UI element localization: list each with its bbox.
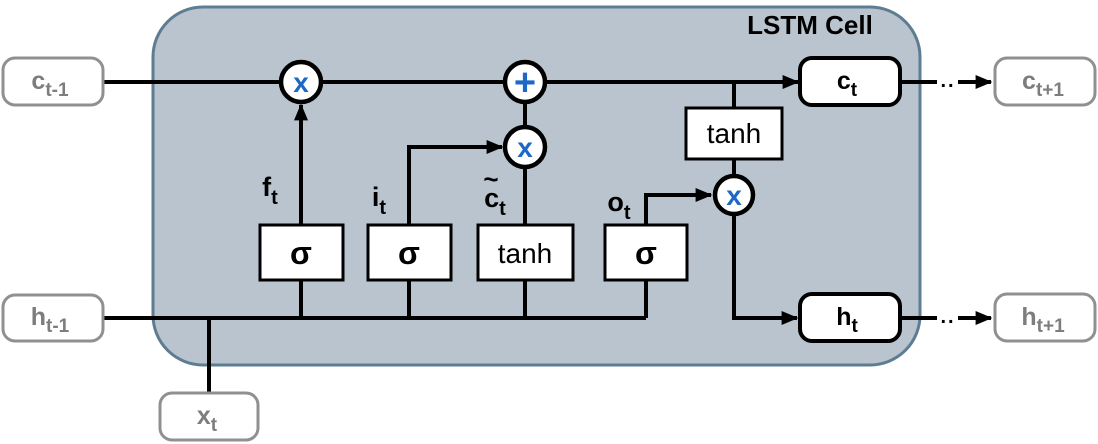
label-sub: t — [271, 187, 278, 209]
output-tanh-box — [684, 106, 784, 161]
x-input-box — [158, 391, 260, 442]
h-out-label: ht — [836, 303, 858, 337]
label-sub: t — [851, 80, 858, 101]
c-prev-box — [1, 56, 105, 107]
h-next-label: ht+1 — [1021, 303, 1065, 337]
forget-sigma-glyph: σ — [290, 235, 312, 271]
label-sub: t-1 — [46, 316, 70, 337]
label-base: h — [1021, 303, 1036, 331]
input-multiply-circle — [502, 124, 548, 170]
label-base: c — [1022, 67, 1036, 95]
label-sub: t — [211, 415, 218, 436]
candidate-signal-label: ct — [484, 183, 506, 220]
c-out-box — [798, 56, 902, 107]
label-base: h — [836, 303, 851, 331]
h-continuation-dots: .. — [940, 306, 955, 328]
input-signal-label: it — [372, 182, 387, 219]
c-prev-label: ct-1 — [31, 67, 69, 101]
x-input-label: xt — [197, 402, 218, 436]
add-circle — [502, 59, 548, 105]
forget-multiply-circle — [278, 59, 324, 105]
add-glyph: + — [514, 62, 536, 104]
label-sub: t — [379, 197, 386, 219]
h-prev-box — [1, 293, 105, 343]
c-next-box — [993, 56, 1097, 107]
output-tanh-glyph: tanh — [707, 118, 762, 149]
label-base: c — [484, 183, 499, 213]
output-sigma-box — [603, 223, 689, 282]
lstm-cell-body — [151, 5, 922, 367]
input-multiply-glyph: x — [517, 132, 533, 163]
label-sub: t-1 — [45, 80, 69, 101]
label-base: c — [837, 67, 851, 95]
output-multiply-glyph: x — [726, 180, 742, 211]
forget-multiply-glyph: x — [293, 67, 309, 98]
output-signal-label: ot — [607, 187, 631, 224]
c-continuation-dots: .. — [940, 70, 955, 92]
candidate-tilde: ~ — [483, 164, 498, 194]
cell-title: LSTM Cell — [747, 10, 873, 40]
candidate-tanh-glyph: tanh — [498, 238, 553, 269]
label-sub: t+1 — [1036, 80, 1064, 101]
label-base: h — [31, 303, 46, 331]
h-prev-label: ht-1 — [31, 303, 70, 337]
hidden-output-line — [732, 214, 799, 325]
input-sigma-glyph: σ — [398, 235, 420, 271]
label-sub: t — [851, 316, 858, 337]
label-base: c — [31, 67, 45, 95]
label-base: f — [262, 172, 272, 202]
label-sub: t+1 — [1037, 316, 1065, 337]
label-base: o — [607, 187, 624, 217]
forget-sigma-box — [258, 223, 345, 282]
output-multiply-circle — [712, 173, 756, 217]
forget-signal-label: ft — [262, 172, 278, 209]
label-base: i — [372, 182, 380, 212]
h-next-box — [993, 292, 1097, 343]
input-sigma-box — [366, 223, 453, 282]
c-out-label: ct — [837, 67, 858, 101]
output-sigma-glyph: σ — [635, 235, 657, 271]
label-sub: t — [499, 198, 506, 220]
label-sub: t — [624, 202, 631, 224]
c-next-label: ct+1 — [1022, 67, 1064, 101]
label-base: x — [197, 402, 211, 430]
h-out-box — [798, 292, 902, 343]
candidate-tanh-box — [476, 223, 575, 282]
